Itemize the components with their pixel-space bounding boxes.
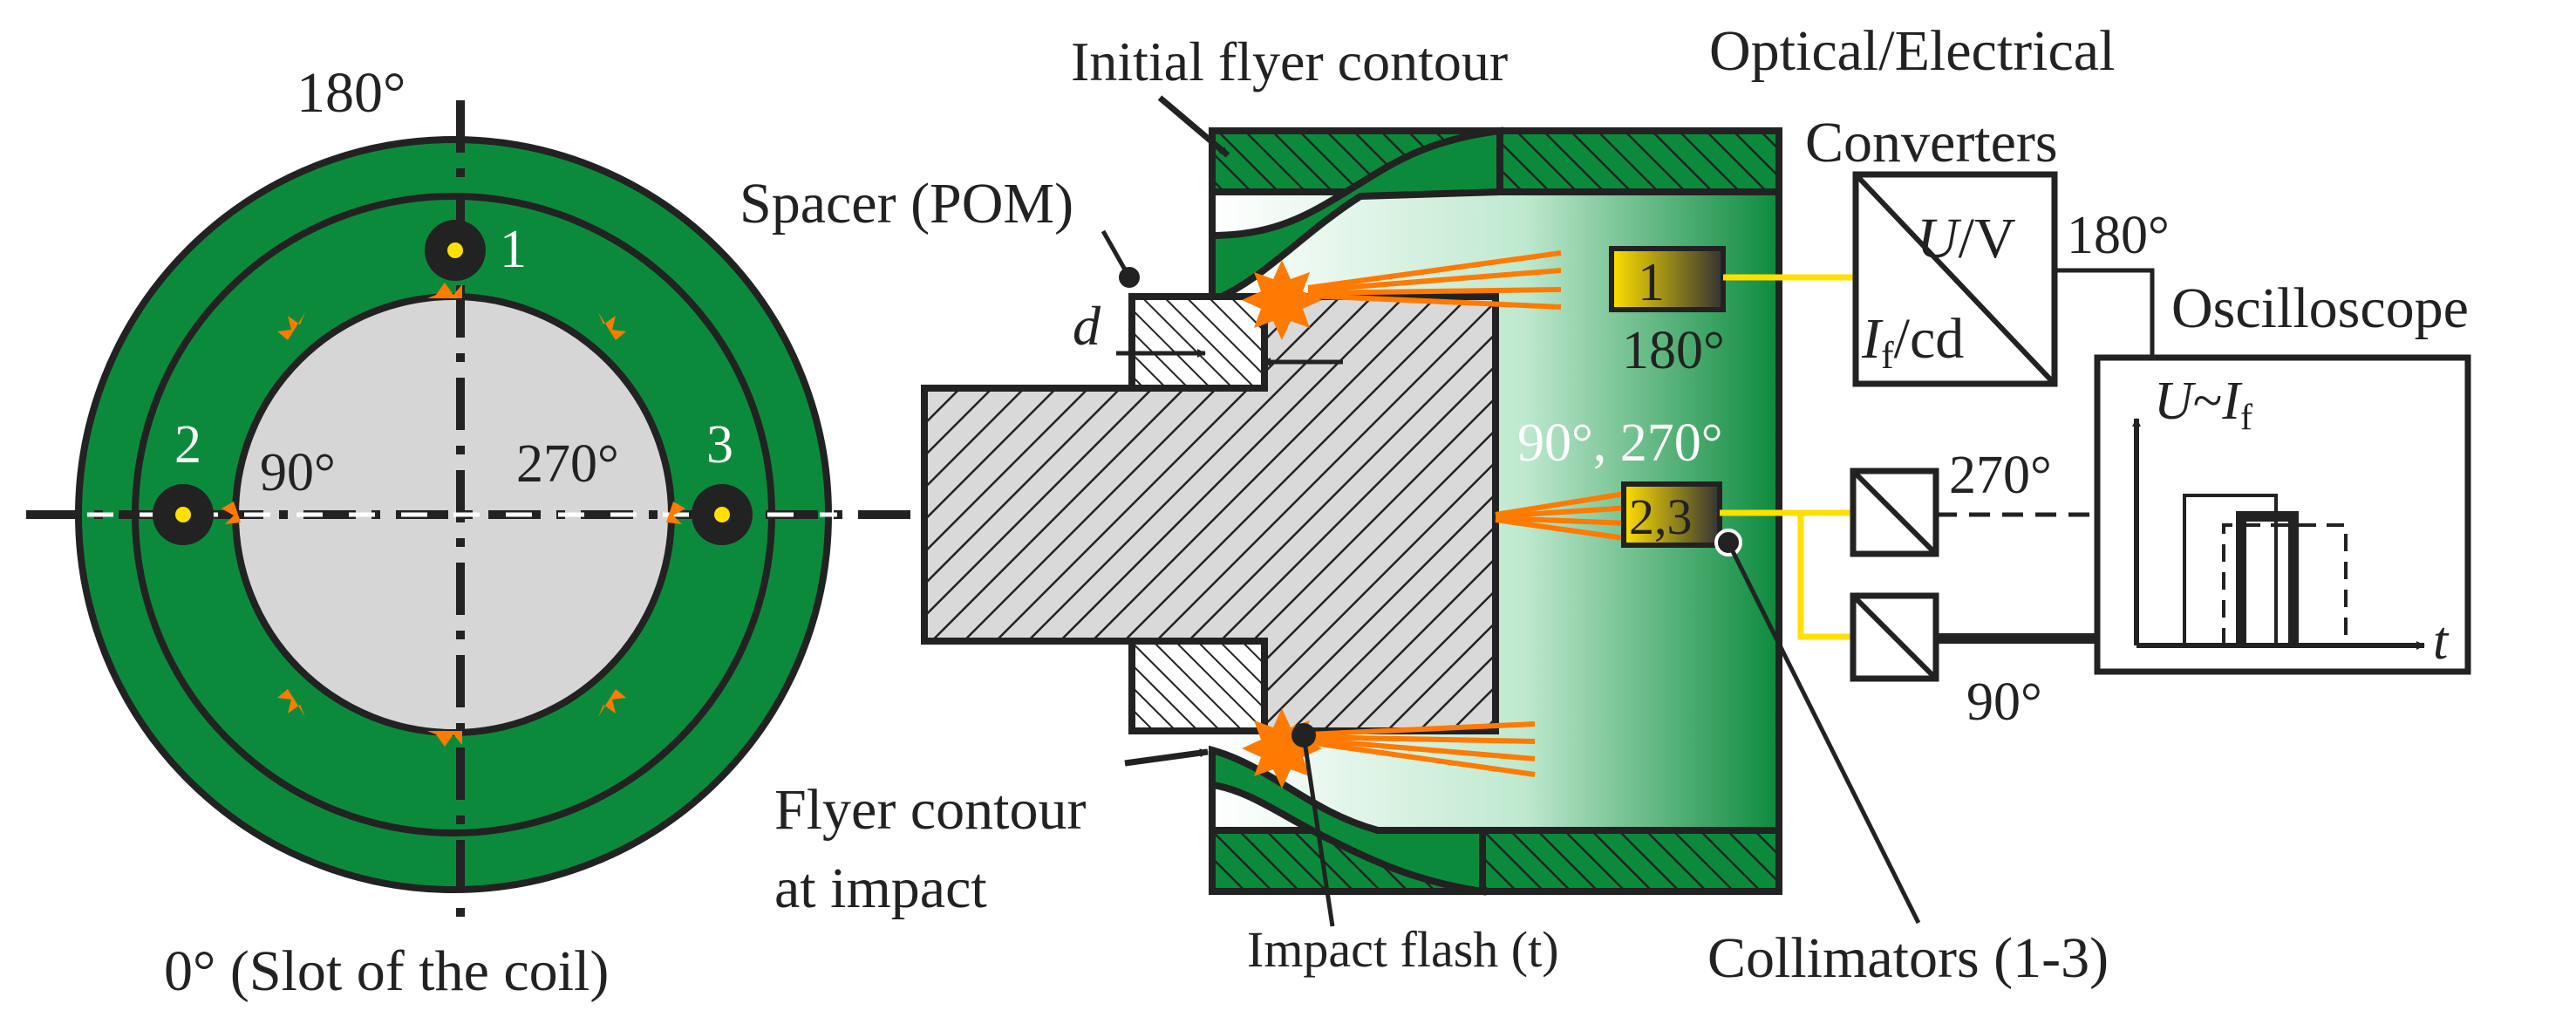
flash-icon: [277, 689, 305, 717]
osc-trace-solid-thin: [2183, 494, 2278, 645]
collimator-sensor-1: [1609, 246, 1726, 312]
collimator-sensor-2-3-angle: 90°, 270°: [1517, 413, 1723, 473]
flyer-contour-arrow: [1124, 748, 1209, 767]
impact-flash-label: Impact flash (t): [1247, 921, 1559, 978]
collimators-label: Collimators (1-3): [1707, 926, 2109, 990]
collimator-dot-1: [425, 220, 486, 281]
spacer-bottom: [1128, 638, 1268, 734]
flash-icon: [427, 283, 462, 298]
spacer-top: [1128, 293, 1268, 392]
collimators-pointer-line: [1726, 541, 1921, 925]
collimator-label-3: 3: [706, 415, 733, 474]
converter-I-label: If/cd: [1861, 307, 1964, 377]
wire-label-180: 180°: [2067, 206, 2170, 265]
spacer-label: Spacer (POM): [739, 172, 1073, 236]
angle-label-270: 270°: [516, 434, 619, 494]
flash-icon: [1242, 260, 1322, 340]
wire-label-90: 90°: [1966, 672, 2042, 732]
spacer-pointer-line: [1101, 229, 1132, 279]
angle-label-180: 180°: [296, 61, 405, 125]
longitudinal-section: d: [739, 31, 2109, 990]
collimator-label-2: 2: [174, 415, 201, 474]
flash-icon: [598, 689, 626, 717]
converters-label-line2: Converters: [1805, 111, 2058, 174]
osc-trace-solid-thick: [2236, 511, 2299, 645]
collimator-dot-3: [692, 484, 753, 545]
collimator-sensor-2-3-number: 2,3: [1629, 488, 1693, 545]
coil-cross-section: 1 2 3 90° 270° 180° 0° (Slot of the coil…: [26, 61, 1500, 1003]
flash-icon: [221, 502, 241, 524]
converter-90-diagonal: [1850, 593, 1939, 681]
collimator-sensor-1-angle: 180°: [1622, 321, 1725, 380]
measurement-chain: U/V If/cd U~If t Optical/Electrical Conv…: [1709, 19, 2471, 732]
converter-180-diagonal: [1853, 172, 2057, 386]
flash-icon: [598, 312, 626, 340]
osc-x-axis-label: t: [2433, 611, 2450, 671]
collimator-label-1: 1: [500, 220, 527, 279]
osc-y-axis-label: U~If: [2154, 372, 2252, 438]
initial-contour-arrow: [1157, 95, 1230, 158]
oscilloscope-label: Oscilloscope: [2171, 276, 2469, 340]
wire-180: [2055, 268, 2155, 358]
converters-label-line1: Optical/Electrical: [1709, 19, 2115, 83]
converter-U-label: U/V: [1917, 207, 2016, 270]
tube-wall-bottom: [1209, 827, 1782, 895]
central-rays: [1495, 490, 1632, 542]
flyer-contour-label-line2: at impact: [774, 857, 987, 920]
initial-flyer-contour-label: Initial flyer contour: [1071, 31, 1508, 92]
impact-flash-top: [1242, 250, 1562, 340]
wire-label-270: 270°: [1949, 446, 2052, 505]
impact-flash-pointer-line: [1301, 734, 1335, 927]
converter-270-diagonal: [1850, 468, 1939, 556]
gap-label-d: d: [1073, 295, 1101, 357]
collimator-sensor-2-3: [1621, 481, 1722, 548]
angle-label-0-slot: 0° (Slot of the coil): [164, 939, 609, 1003]
flash-icon: [427, 731, 462, 747]
flash-icon: [277, 312, 305, 340]
flyer-deformed-top: [1209, 126, 1503, 307]
flash-icon: [666, 502, 685, 524]
angle-label-90: 90°: [260, 443, 336, 502]
collimator-dot-2: [153, 484, 214, 545]
flyer-contour-label-line1: Flyer contour: [774, 778, 1086, 842]
osc-trace-dashed: [2222, 523, 2348, 645]
flyer-deformed-bottom: [1209, 745, 1486, 896]
signal-lines: [1720, 274, 1856, 640]
flash-marks: [221, 283, 685, 747]
collimator-sensor-1-number: 1: [1638, 253, 1665, 312]
